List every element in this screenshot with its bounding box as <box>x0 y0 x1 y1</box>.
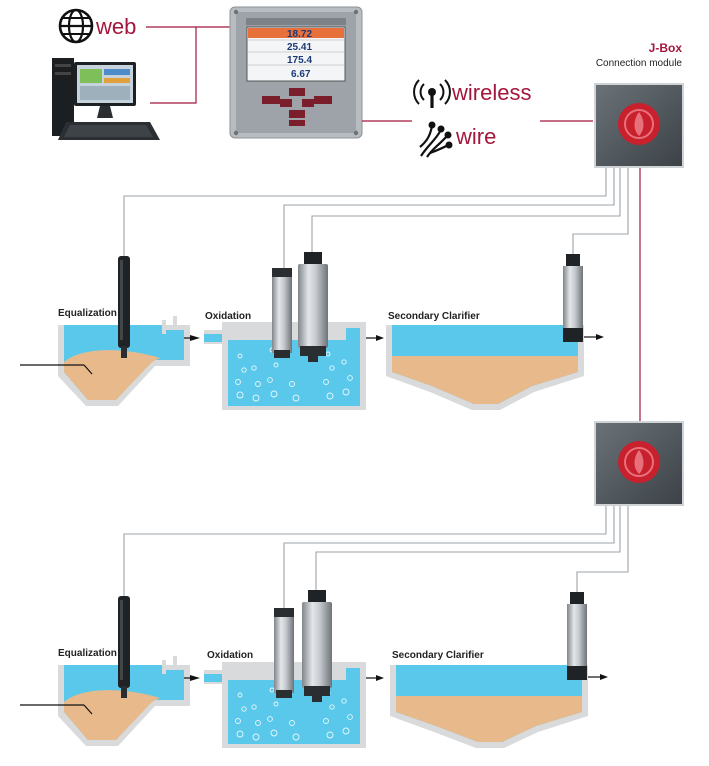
wire-icon <box>419 121 453 158</box>
web-label: web <box>95 14 136 39</box>
globe-icon <box>58 8 94 44</box>
equalization-tank-2 <box>20 656 200 746</box>
wireless-label: wireless <box>451 80 531 105</box>
probe-sensor-clarifier-1 <box>563 254 583 342</box>
reading-2: 25.41 <box>287 42 312 53</box>
jbox-module-1 <box>594 83 684 168</box>
ph-sensor-equalization-1 <box>118 256 130 358</box>
jbox-title: J-Box <box>649 41 683 55</box>
equalization-tank-1 <box>20 316 200 406</box>
aeration-bubbles <box>235 347 353 402</box>
probe-sensor-oxidation-a-1 <box>272 268 292 358</box>
tank-label-equalization: Equalization <box>58 308 117 319</box>
reading-3: 175.4 <box>287 55 312 66</box>
clarifier-tank-2 <box>390 665 608 748</box>
computer-icon <box>52 58 160 140</box>
oxidation-tank-2 <box>204 662 384 748</box>
wire-label: wire <box>455 124 496 149</box>
process-line-2: Equalization Oxidation <box>20 590 608 748</box>
tank-label-oxidation: Oxidation <box>205 311 251 322</box>
sensor-cables-2 <box>123 506 629 608</box>
wireless-icon <box>413 79 451 108</box>
sensor-cables-1 <box>123 168 629 268</box>
probe-sensor-oxidation-b-1 <box>298 252 328 362</box>
jbox-module-2 <box>594 421 684 506</box>
ph-sensor-equalization-2 <box>118 596 130 698</box>
web-connection-line <box>146 26 232 104</box>
tank-label-equalization-2: Equalization <box>58 648 117 659</box>
oxidation-tank-1 <box>204 322 384 410</box>
reading-4: 6.67 <box>291 69 311 80</box>
probe-sensor-clarifier-2 <box>567 592 587 680</box>
probe-sensor-oxidation-a-2 <box>274 608 294 698</box>
controller-unit: 18.72 25.41 175.4 6.67 <box>229 6 363 139</box>
reading-1: 18.72 <box>287 29 312 40</box>
tank-label-oxidation-2: Oxidation <box>207 650 253 661</box>
jbox-subtitle: Connection module <box>596 58 683 69</box>
process-line-1: Equalization Oxidation <box>20 252 604 410</box>
tank-label-clarifier-2: Secondary Clarifier <box>392 650 484 661</box>
clarifier-tank-1 <box>386 325 604 410</box>
tank-label-clarifier: Secondary Clarifier <box>388 311 480 322</box>
probe-sensor-oxidation-b-2 <box>302 590 332 702</box>
